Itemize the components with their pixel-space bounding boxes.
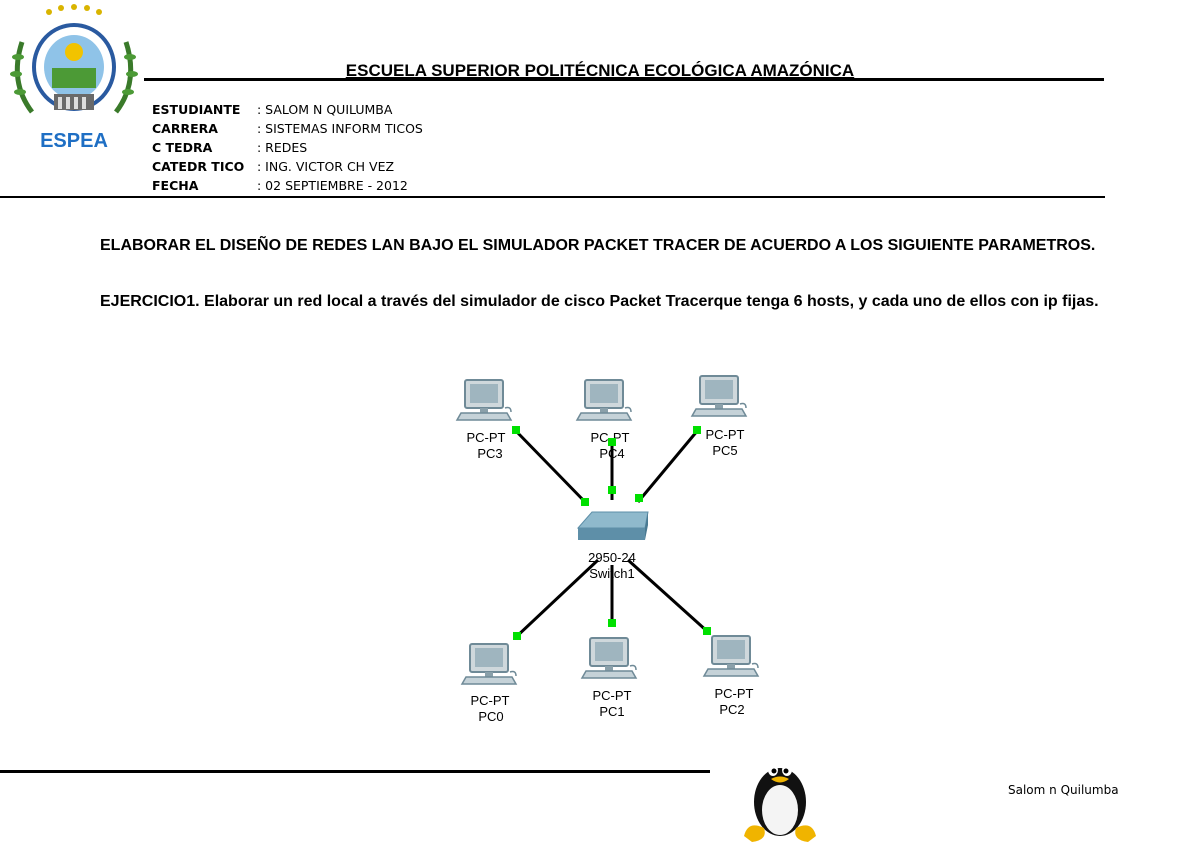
pc-name-label: PC0	[478, 709, 503, 724]
section-divider	[0, 196, 1105, 198]
pc-name-label: PC3	[477, 446, 502, 461]
link-pc2	[626, 558, 710, 634]
pc-icon[interactable]	[581, 637, 637, 679]
footer-rule	[0, 770, 710, 773]
info-value: : SISTEMAS INFORM TICOS	[257, 121, 423, 136]
info-value: : ING. VICTOR CH VEZ	[257, 159, 395, 174]
info-row: FECHA : 02 SEPTIEMBRE - 2012	[152, 176, 423, 195]
pc-type-label: PC-PT	[593, 688, 632, 703]
info-label: FECHA	[152, 178, 199, 193]
info-value: : REDES	[257, 140, 308, 155]
pc-icon[interactable]	[461, 643, 517, 685]
switch-icon[interactable]	[576, 511, 649, 540]
switch-name-label: Switch1	[589, 566, 635, 581]
link-pc3	[513, 428, 590, 507]
port-indicator	[608, 486, 616, 494]
port-indicator	[581, 498, 589, 506]
task-title: ELABORAR EL DISEÑO DE REDES LAN BAJO EL …	[100, 237, 1096, 254]
info-row: C TEDRA : REDES	[152, 138, 423, 157]
tux-penguin-icon	[744, 764, 816, 842]
info-row: ESTUDIANTE : SALOM N QUILUMBA	[152, 100, 423, 119]
pc-name-label: PC1	[599, 704, 624, 719]
header-rule	[144, 78, 1104, 81]
pc-name-label: PC2	[719, 702, 744, 717]
port-indicator	[635, 494, 643, 502]
pc-icon[interactable]	[456, 379, 512, 421]
pc-type-label: PC-PT	[471, 693, 510, 708]
info-label: C TEDRA	[152, 140, 213, 155]
school-name: ESCUELA SUPERIOR POLITÉCNICA ECOLÓGICA A…	[345, 61, 855, 80]
link-pc5	[636, 429, 700, 503]
link-pc0	[513, 558, 600, 640]
info-label: ESTUDIANTE	[152, 102, 241, 117]
switch-model-label: 2950-24	[588, 550, 636, 565]
port-indicator	[512, 426, 520, 434]
pc-icon[interactable]	[703, 635, 759, 677]
pc-type-label: PC-PT	[706, 427, 745, 442]
info-row: CATEDR TICO : ING. VICTOR CH VEZ	[152, 157, 423, 176]
pc-name-label: PC5	[712, 443, 737, 458]
exercise-label: EJERCICIO1.	[100, 293, 200, 310]
info-label: CATEDR TICO	[152, 159, 245, 174]
port-indicator	[693, 426, 701, 434]
port-indicator	[513, 632, 521, 640]
footer-author: Salom n Quilumba	[1008, 783, 1119, 797]
logo-text: ESPEA	[40, 130, 108, 152]
pc-type-label: PC-PT	[591, 430, 630, 445]
port-indicator	[608, 619, 616, 627]
pc-name-label: PC4	[599, 446, 624, 461]
info-value: : 02 SEPTIEMBRE - 2012	[257, 178, 408, 193]
pc-icon[interactable]	[576, 379, 632, 421]
exercise-text: Elaborar un red local a través del simul…	[199, 293, 1099, 310]
pc-type-label: PC-PT	[467, 430, 506, 445]
school-logo: ESPEA	[10, 4, 138, 152]
network-diagram: 2950-24 Switch1 PC-PT PC3 PC-PT PC4 PC-P…	[456, 375, 759, 724]
pc-type-label: PC-PT	[715, 686, 754, 701]
student-info: ESTUDIANTE : SALOM N QUILUMBA CARRERA : …	[152, 100, 423, 195]
info-label: CARRERA	[152, 121, 218, 136]
info-row: CARRERA : SISTEMAS INFORM TICOS	[152, 119, 423, 138]
port-indicator	[703, 627, 711, 635]
info-value: : SALOM N QUILUMBA	[257, 102, 393, 117]
pc-icon[interactable]	[691, 375, 747, 417]
exercise-statement: EJERCICIO1. Elaborar un red local a trav…	[100, 292, 1100, 312]
port-indicator	[608, 438, 616, 446]
